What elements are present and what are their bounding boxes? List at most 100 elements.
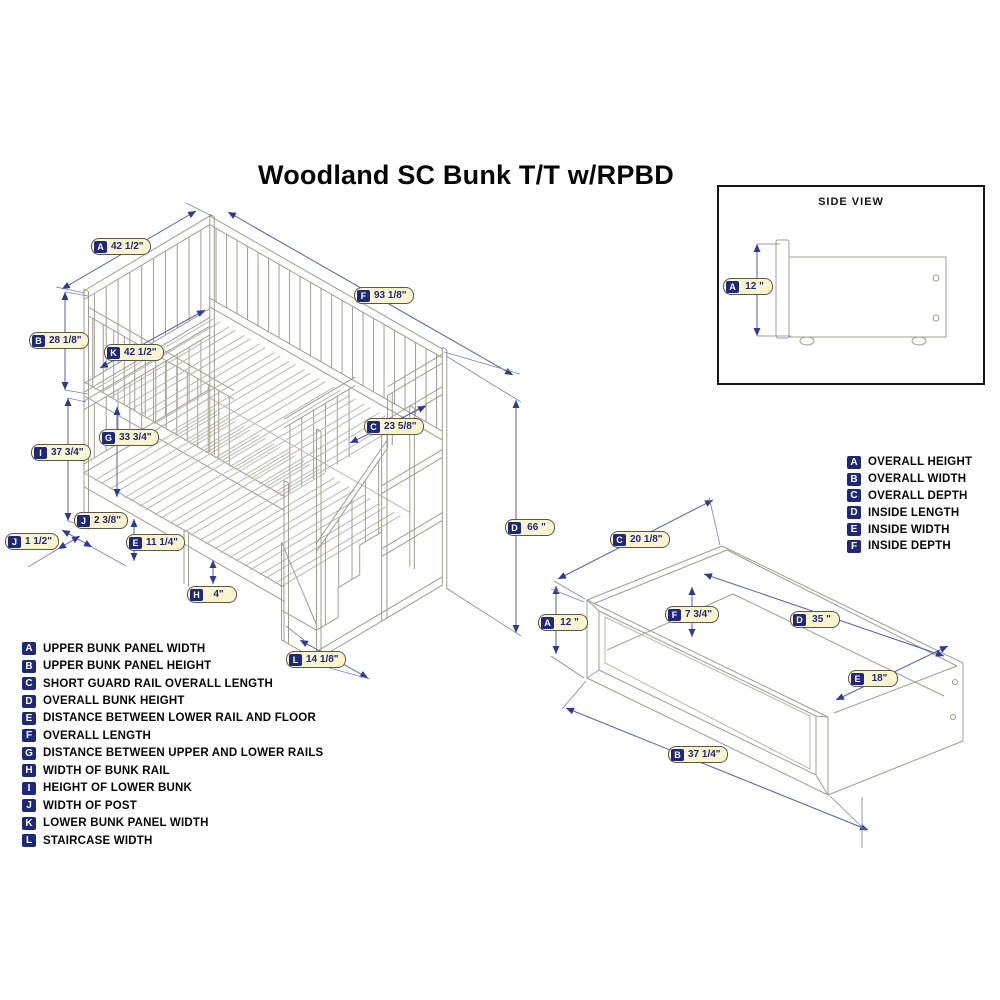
drawer-dimension-legend: A OVERALL HEIGHT B OVERALL WIDTH C OVERALL DE… bbox=[847, 454, 972, 555]
legend-label: INSIDE WIDTH bbox=[868, 523, 950, 536]
legend-letter-badge: C bbox=[847, 489, 861, 503]
dim-label-bunk-D: D 66 " bbox=[505, 519, 555, 536]
legend-item-D: D INSIDE LENGTH bbox=[847, 504, 972, 521]
dim-letter-badge: E bbox=[129, 536, 142, 549]
side-view-title: SIDE VIEW bbox=[818, 196, 884, 208]
legend-item-A: A UPPER BUNK PANEL WIDTH bbox=[22, 640, 323, 657]
dim-value: 42 1/2" bbox=[111, 241, 144, 252]
drawer-line-art bbox=[586, 545, 964, 796]
dim-letter-badge: J bbox=[77, 514, 90, 527]
dim-value: 18" bbox=[871, 673, 888, 684]
dim-value: 28 1/8" bbox=[49, 335, 82, 346]
legend-label: WIDTH OF POST bbox=[43, 799, 137, 812]
legend-letter-badge: F bbox=[847, 539, 861, 553]
legend-item-F: F INSIDE DEPTH bbox=[847, 538, 972, 555]
dim-label-bunk-J2: J 1 1/2" bbox=[5, 533, 59, 550]
dim-letter-badge: F bbox=[357, 289, 370, 302]
dim-letter-badge: J bbox=[8, 535, 21, 548]
dim-letter-badge: G bbox=[102, 431, 115, 444]
dim-letter-badge: E bbox=[851, 672, 864, 685]
dim-value: 42 1/2" bbox=[124, 347, 157, 358]
legend-label: DISTANCE BETWEEN UPPER AND LOWER RAILS bbox=[43, 747, 324, 760]
legend-item-F: F OVERALL LENGTH bbox=[22, 727, 323, 744]
dim-letter-badge: D bbox=[793, 613, 806, 626]
dim-value: 12 " bbox=[560, 617, 579, 628]
legend-label: UPPER BUNK PANEL WIDTH bbox=[43, 642, 206, 655]
dim-value: 37 1/4" bbox=[688, 749, 721, 760]
dim-label-drawer-E: E 18" bbox=[848, 670, 898, 687]
legend-letter-badge: B bbox=[22, 659, 36, 673]
dim-value: 11 1/4" bbox=[146, 537, 178, 548]
legend-label: WIDTH OF BUNK RAIL bbox=[43, 764, 170, 777]
legend-label: OVERALL BUNK HEIGHT bbox=[43, 695, 185, 708]
legend-item-E: E DISTANCE BETWEEN LOWER RAIL AND FLOOR bbox=[22, 710, 323, 727]
dim-letter-badge: A bbox=[726, 280, 739, 293]
legend-label: LOWER BUNK PANEL WIDTH bbox=[43, 817, 209, 830]
dim-letter-badge: C bbox=[367, 420, 380, 433]
dim-label-bunk-H: H 4" bbox=[187, 586, 237, 603]
legend-letter-badge: G bbox=[22, 746, 36, 760]
legend-item-A: A OVERALL HEIGHT bbox=[847, 454, 972, 471]
dim-value: 93 1/8" bbox=[374, 290, 407, 301]
dim-label-drawer-B: B 37 1/4" bbox=[668, 746, 728, 763]
dim-label-bunk-B: B 28 1/8" bbox=[29, 332, 89, 349]
dim-letter-badge: B bbox=[671, 748, 684, 761]
legend-letter-badge: J bbox=[22, 799, 36, 813]
dim-letter-badge: B bbox=[32, 334, 45, 347]
legend-label: OVERALL WIDTH bbox=[868, 473, 967, 486]
dim-label-bunk-F: F 93 1/8" bbox=[354, 287, 414, 304]
dim-value: 20 1/8" bbox=[630, 534, 663, 545]
dim-value: 37 3/4" bbox=[51, 447, 84, 458]
dim-letter-badge: A bbox=[541, 616, 554, 629]
legend-item-C: C OVERALL DEPTH bbox=[847, 488, 972, 505]
legend-letter-badge: K bbox=[22, 816, 36, 830]
legend-letter-badge: L bbox=[22, 834, 36, 848]
legend-label: DISTANCE BETWEEN LOWER RAIL AND FLOOR bbox=[43, 712, 316, 725]
legend-item-K: K LOWER BUNK PANEL WIDTH bbox=[22, 814, 323, 831]
dim-value: 14 1/8" bbox=[306, 654, 339, 665]
legend-label: INSIDE LENGTH bbox=[868, 506, 960, 519]
legend-item-B: B UPPER BUNK PANEL HEIGHT bbox=[22, 657, 323, 674]
dim-value: 66 " bbox=[527, 522, 546, 533]
dim-letter-badge: I bbox=[34, 446, 47, 459]
legend-letter-badge: A bbox=[847, 455, 861, 469]
dim-letter-badge: D bbox=[508, 521, 521, 534]
legend-letter-badge: E bbox=[22, 711, 36, 725]
dim-label-bunk-I: I 37 3/4" bbox=[31, 444, 91, 461]
legend-label: OVERALL DEPTH bbox=[868, 489, 968, 502]
dim-label-bunk-C: C 23 5/8" bbox=[364, 418, 424, 435]
dim-label-side-A: A 12 " bbox=[723, 278, 773, 295]
legend-item-B: B OVERALL WIDTH bbox=[847, 471, 972, 488]
legend-label: UPPER BUNK PANEL HEIGHT bbox=[43, 660, 212, 673]
dim-label-bunk-E: E 11 1/4" bbox=[126, 534, 185, 551]
dim-letter-badge: F bbox=[668, 608, 681, 621]
legend-letter-badge: D bbox=[847, 506, 861, 520]
dim-value: 1 1/2" bbox=[25, 536, 52, 547]
dim-letter-badge: H bbox=[190, 588, 203, 601]
legend-label: OVERALL LENGTH bbox=[43, 729, 152, 742]
legend-letter-badge: F bbox=[22, 729, 36, 743]
legend-letter-badge: H bbox=[22, 764, 36, 778]
legend-item-J: J WIDTH OF POST bbox=[22, 797, 323, 814]
legend-label: OVERALL HEIGHT bbox=[868, 456, 973, 469]
dim-value: 12 " bbox=[745, 281, 764, 292]
dim-value: 23 5/8" bbox=[384, 421, 417, 432]
dim-value: 4" bbox=[213, 589, 224, 600]
legend-label: SHORT GUARD RAIL OVERALL LENGTH bbox=[43, 677, 274, 690]
legend-letter-badge: A bbox=[22, 642, 36, 656]
dim-value: 2 3/8" bbox=[94, 515, 121, 526]
legend-label: INSIDE DEPTH bbox=[868, 540, 951, 553]
staircase-line-art bbox=[281, 353, 443, 661]
legend-letter-badge: B bbox=[847, 472, 861, 486]
